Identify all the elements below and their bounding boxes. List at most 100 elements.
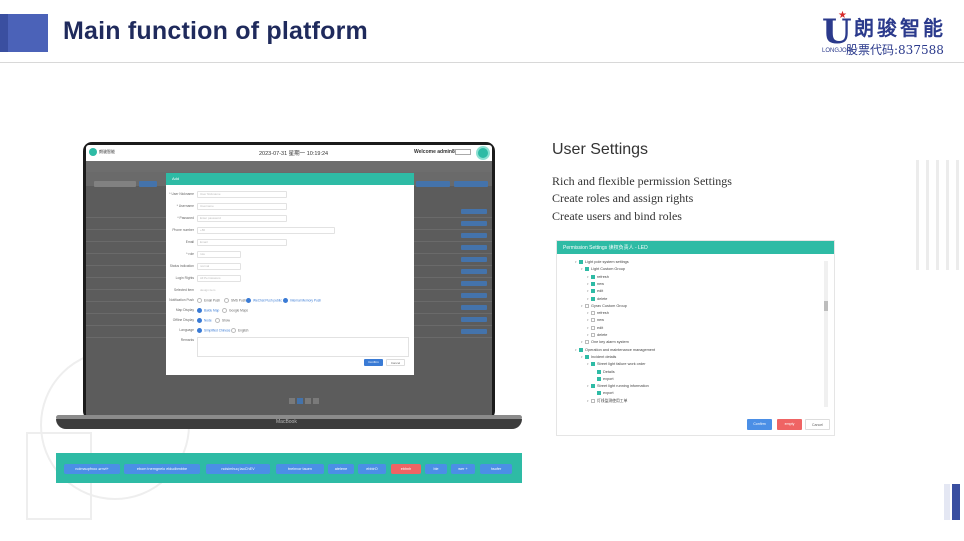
search-input[interactable] bbox=[94, 181, 136, 187]
tree-checkbox[interactable] bbox=[591, 311, 595, 316]
strip-button-5[interactable]: atelene bbox=[328, 464, 354, 474]
row-action-button[interactable] bbox=[461, 281, 487, 286]
chevron-down-icon[interactable]: ▾ bbox=[575, 347, 577, 352]
tree-node[interactable]: ▾new bbox=[587, 281, 604, 286]
radio-wechat-push[interactable]: WeChat Push public bbox=[246, 298, 282, 303]
row-action-button[interactable] bbox=[461, 221, 487, 226]
chevron-down-icon[interactable]: ▾ bbox=[587, 333, 589, 337]
tree-checkbox[interactable] bbox=[591, 318, 595, 323]
tree-node[interactable]: export bbox=[593, 391, 614, 396]
chevron-down-icon[interactable]: ▾ bbox=[581, 354, 583, 359]
row-action-button[interactable] bbox=[461, 317, 487, 322]
chevron-down-icon[interactable]: ▾ bbox=[587, 325, 589, 330]
radio-sms-push[interactable]: SMS Push bbox=[224, 298, 246, 303]
chevron-down-icon[interactable]: ▾ bbox=[587, 362, 589, 367]
tree-node[interactable]: ▾Light pole system settings bbox=[575, 260, 629, 264]
tree-node[interactable]: ▾One key alarm system bbox=[581, 340, 629, 345]
chevron-down-icon[interactable]: ▾ bbox=[587, 274, 589, 279]
radio-show[interactable]: Show bbox=[215, 318, 230, 323]
tree-checkbox[interactable] bbox=[591, 333, 595, 337]
strip-button-3[interactable]: noisimhuq laoChEV bbox=[206, 464, 270, 474]
tree-checkbox[interactable] bbox=[585, 267, 589, 272]
cancel-button[interactable]: Cancel bbox=[386, 359, 405, 366]
tree-checkbox[interactable] bbox=[585, 354, 589, 359]
tree-node[interactable]: ▾delete bbox=[587, 296, 607, 301]
row-action-button[interactable] bbox=[461, 245, 487, 250]
tree-checkbox[interactable] bbox=[591, 289, 595, 294]
perm-empty-button[interactable]: empty bbox=[777, 419, 802, 430]
chevron-down-icon[interactable]: ▾ bbox=[587, 281, 589, 286]
row-action-button[interactable] bbox=[461, 209, 487, 214]
perm-cancel-button[interactable]: Cancel bbox=[805, 419, 830, 430]
tree-node[interactable]: ▾new bbox=[587, 318, 604, 323]
strip-button-6[interactable]: ebbirO bbox=[358, 464, 386, 474]
radio-email-push[interactable]: Email Push bbox=[197, 298, 220, 303]
pager-prev[interactable] bbox=[289, 398, 295, 404]
tree-node[interactable]: ▾Street light failure work order bbox=[587, 362, 646, 367]
tree-checkbox[interactable] bbox=[585, 340, 589, 345]
tree-checkbox[interactable] bbox=[591, 398, 595, 403]
avatar[interactable] bbox=[476, 146, 490, 160]
chevron-down-icon[interactable]: ▾ bbox=[587, 398, 589, 403]
strip-button-9[interactable]: wer + bbox=[451, 464, 475, 474]
tree-checkbox[interactable] bbox=[591, 325, 595, 330]
chevron-down-icon[interactable]: ▾ bbox=[587, 289, 589, 294]
strip-button-8[interactable]: ble bbox=[425, 464, 447, 474]
confirm-button[interactable]: Confirm bbox=[364, 359, 383, 366]
login-rights-select[interactable]: All Permissions bbox=[197, 275, 241, 282]
app-header-icons[interactable] bbox=[455, 149, 471, 155]
tree-checkbox[interactable] bbox=[597, 376, 601, 381]
radio-baidu-map[interactable]: Baidu Map bbox=[197, 308, 219, 313]
radio-simplified-chinese[interactable]: Simplified Chinese bbox=[197, 328, 230, 333]
tree-node[interactable]: ▾refresh bbox=[587, 311, 609, 316]
strip-button-2[interactable]: ebom tnemgnelo eldudbmbbe bbox=[124, 464, 200, 474]
search-button[interactable] bbox=[139, 181, 157, 187]
radio-english[interactable]: English bbox=[231, 328, 248, 333]
chevron-down-icon[interactable]: ▾ bbox=[581, 340, 583, 345]
row-action-button[interactable] bbox=[461, 305, 487, 310]
tree-node[interactable]: ▾edit bbox=[587, 289, 603, 294]
row-action-button[interactable] bbox=[461, 257, 487, 262]
nickname-input[interactable]: User Nickname bbox=[197, 191, 287, 198]
strip-button-1[interactable]: nolmaupfnoo ərnvl+ bbox=[64, 464, 120, 474]
pager-page-1[interactable] bbox=[297, 398, 303, 404]
pager-next[interactable] bbox=[313, 398, 319, 404]
chevron-down-icon[interactable]: ▾ bbox=[581, 267, 583, 272]
status-select[interactable]: normal bbox=[197, 263, 241, 270]
row-action-button[interactable] bbox=[461, 293, 487, 298]
password-input[interactable]: Enter password bbox=[197, 215, 287, 222]
phone-input[interactable]: +86 bbox=[197, 227, 335, 234]
toolbar-action-button-2[interactable] bbox=[454, 181, 488, 187]
tree-node[interactable]: ▾Gyrav Custom Group bbox=[581, 303, 627, 308]
email-field[interactable]: Email bbox=[197, 239, 287, 246]
strip-button-10[interactable]: hsofer bbox=[480, 464, 512, 474]
remarks-textarea[interactable] bbox=[197, 337, 409, 357]
tree-node[interactable]: ▾Street light running information bbox=[587, 384, 649, 389]
chevron-down-icon[interactable]: ▾ bbox=[581, 303, 583, 308]
tree-checkbox[interactable] bbox=[585, 303, 589, 308]
chevron-down-icon[interactable]: ▾ bbox=[587, 296, 589, 301]
perm-confirm-button[interactable]: Confirm bbox=[747, 419, 772, 430]
scrollbar[interactable] bbox=[824, 261, 828, 407]
radio-internal-push[interactable]: Internal Memory Push bbox=[283, 298, 321, 303]
pager-page-2[interactable] bbox=[305, 398, 311, 404]
tree-node[interactable]: export bbox=[593, 376, 614, 381]
tree-checkbox[interactable] bbox=[591, 384, 595, 389]
tree-node[interactable]: ▾refresh bbox=[587, 274, 609, 279]
tree-node[interactable]: ▾灯线监测使用工单 bbox=[587, 398, 627, 404]
tree-checkbox[interactable] bbox=[591, 362, 595, 367]
tree-checkbox[interactable] bbox=[579, 260, 583, 264]
tree-checkbox[interactable] bbox=[591, 274, 595, 279]
tree-node[interactable]: ▾Operation and maintenance management bbox=[575, 347, 655, 352]
username-input[interactable]: Username bbox=[197, 203, 287, 210]
tree-node[interactable]: ▾delete bbox=[587, 333, 607, 337]
tree-node[interactable]: ▾edit bbox=[587, 325, 603, 330]
tree-checkbox[interactable] bbox=[597, 369, 601, 374]
row-action-button[interactable] bbox=[461, 269, 487, 274]
strip-button-4[interactable]: tnelnvor tauen bbox=[276, 464, 324, 474]
tree-node[interactable]: ▾Incident details bbox=[581, 354, 616, 359]
tree-checkbox[interactable] bbox=[597, 391, 601, 396]
toolbar-action-button[interactable] bbox=[416, 181, 450, 187]
scrollbar-thumb[interactable] bbox=[824, 301, 828, 311]
row-action-button[interactable] bbox=[461, 329, 487, 334]
